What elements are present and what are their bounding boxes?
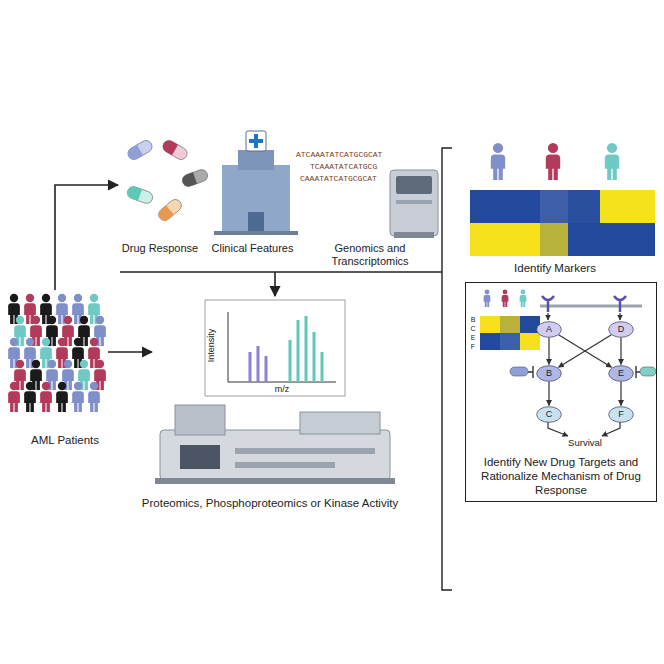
pill-icon: [156, 197, 184, 223]
patient-figure: [605, 143, 619, 180]
row-label: E: [467, 333, 479, 342]
pathway-node: B: [536, 365, 562, 382]
survival-arrow: [548, 421, 568, 436]
inhibitor-pills: [510, 366, 656, 378]
patient-figure: [8, 382, 20, 412]
caption-label: Clinical Features: [205, 242, 300, 255]
row-label: B: [467, 315, 479, 324]
caption-label: m/z: [262, 384, 302, 395]
caption-label: AML Patients: [10, 434, 120, 448]
pathway-arrow: [548, 382, 549, 406]
patient-figure: [24, 382, 36, 412]
hospital-icon: [214, 131, 298, 235]
sequence-text: CAAATATCATGCGCAT: [300, 174, 388, 184]
spectrum-panel: [205, 300, 345, 396]
divider-line: [120, 271, 442, 272]
row-label: F: [467, 342, 479, 351]
receptors: [540, 296, 642, 320]
patient-figure: [88, 382, 100, 412]
node-label: F: [608, 406, 634, 423]
patient-figure: [546, 143, 560, 180]
patient-figure: [502, 290, 509, 307]
panel-box: ADBECFIdentify New Drug Targets and Rati…: [465, 282, 657, 502]
sequence-text: TCAAATATCATGCG: [310, 162, 388, 172]
pathway-node: F: [608, 406, 634, 423]
pathway-arrow: [620, 338, 621, 365]
pathway-node: E: [608, 365, 634, 382]
patient-figure: [520, 290, 527, 307]
pathway-arrow: [558, 335, 611, 367]
patient-figure: [484, 290, 491, 307]
row-label: C: [467, 324, 479, 333]
node-label: D: [608, 321, 634, 338]
panel-caption: Identify New Drug Targets and Rationaliz…: [472, 455, 650, 497]
sequence-text: ATCAAATATCATGCGCAT: [296, 150, 388, 160]
pathway-arrow: [620, 382, 621, 406]
caption-label: Proteomics, Phosphoproteomics or Kinase …: [100, 497, 440, 511]
pathway-arrow: [548, 338, 549, 365]
patient-figure: [491, 143, 505, 180]
node-label: B: [536, 365, 562, 382]
caption-label: Drug Response: [118, 242, 202, 255]
flow-arrow: [108, 351, 152, 353]
pill-icon: [126, 138, 155, 161]
sequencer-icon: [390, 170, 438, 238]
bracket: [442, 148, 452, 590]
node-label: C: [536, 406, 562, 423]
node-label: A: [536, 321, 562, 338]
flow-arrow: [274, 272, 276, 296]
patient-figure: [56, 382, 68, 412]
patient-figure: [72, 382, 84, 412]
pathway-arrow: [558, 335, 611, 367]
pathway-node: A: [536, 321, 562, 338]
axis-label: Intensity: [206, 316, 217, 376]
pill-icon: [126, 185, 155, 205]
mass-spectrometer: [155, 405, 395, 484]
survival-arrow: [602, 421, 620, 436]
caption-label: Survival: [555, 437, 615, 449]
flow-arrow: [55, 185, 118, 290]
patient-figure: [40, 382, 52, 412]
caption-label: Genomics and Transcriptomics: [302, 242, 438, 268]
pathway-node: D: [608, 321, 634, 338]
pill-icon: [181, 168, 210, 188]
small-heatmap: [480, 316, 540, 350]
node-label: E: [608, 365, 634, 382]
pathway-node: C: [536, 406, 562, 423]
caption-label: Identify Markers: [490, 262, 620, 276]
marker-heatmap: [470, 190, 655, 256]
pill-icon: [161, 138, 190, 161]
